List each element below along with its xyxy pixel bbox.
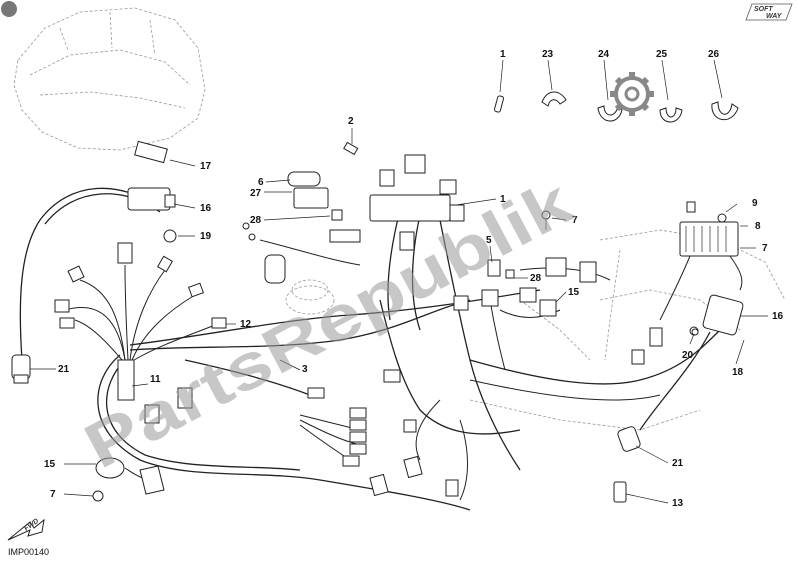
callout-2: 2 xyxy=(348,116,354,127)
small-bolts xyxy=(343,141,699,336)
callout-16-left: 16 xyxy=(200,203,212,214)
callouts: 1 23 24 25 26 2 1 7 9 8 7 17 16 19 6 27 … xyxy=(44,49,784,509)
callout-15: 15 xyxy=(568,287,580,298)
callout-28: 28 xyxy=(530,273,542,284)
coil-unit xyxy=(127,140,177,243)
watermark-text: PartsRepublik xyxy=(73,165,584,482)
callout-20: 20 xyxy=(682,350,694,361)
callout-3: 3 xyxy=(302,364,308,375)
callout-18: 18 xyxy=(732,367,744,378)
softway-logo: SOFT WAY xyxy=(745,3,793,21)
callout-13: 13 xyxy=(672,498,684,509)
tank-ghost-outline xyxy=(13,7,206,151)
callout-4: 5 xyxy=(486,235,492,246)
callout-24: 25 xyxy=(656,49,668,60)
connector-fan xyxy=(54,242,227,401)
gear-icon xyxy=(610,72,654,116)
small-parts-top xyxy=(493,91,739,123)
callout-25: 26 xyxy=(708,49,720,60)
callout-14: 15 xyxy=(44,459,56,470)
callout-10: 9 xyxy=(752,198,758,209)
fuse-box xyxy=(369,154,465,251)
logo-line2: WAY xyxy=(766,13,783,20)
callout-8: 7 xyxy=(762,243,768,254)
callout-7-top: 7 xyxy=(572,215,578,226)
callout-11: 11 xyxy=(150,374,161,385)
center-connectors xyxy=(453,257,597,317)
callout-6: 6 xyxy=(258,177,264,188)
leader-lines xyxy=(30,59,768,504)
callout-21-left: 21 xyxy=(58,364,70,375)
callout-19: 19 xyxy=(200,231,212,242)
fwd-arrow-icon: FWD xyxy=(7,518,45,541)
logo-line1: SOFT xyxy=(754,6,773,13)
lower-left-parts xyxy=(92,387,193,502)
regulator xyxy=(659,201,743,321)
corner-badge-icon xyxy=(1,1,17,17)
lower-right-cable xyxy=(613,331,711,503)
callout-27: 28 xyxy=(250,215,262,226)
callout-17: 17 xyxy=(200,161,212,172)
callout-7-bottom: 7 xyxy=(50,489,56,500)
socket-ghost xyxy=(264,254,335,315)
callout-23: 24 xyxy=(598,49,610,60)
callout-1: 1 xyxy=(500,194,506,205)
callout-21-right: 21 xyxy=(672,458,684,469)
callout-26: 27 xyxy=(250,188,262,199)
callout-12: 12 xyxy=(240,319,252,330)
main-harness xyxy=(97,209,721,511)
relay-parts xyxy=(242,171,361,266)
callout-22: 23 xyxy=(542,49,554,60)
image-code: IMP00140 xyxy=(8,547,49,557)
lower-connectors xyxy=(299,369,459,497)
callout-16-right: 16 xyxy=(772,311,784,322)
left-cable xyxy=(11,187,161,384)
callout-5: 1 xyxy=(500,49,506,60)
callout-9: 8 xyxy=(755,221,761,232)
